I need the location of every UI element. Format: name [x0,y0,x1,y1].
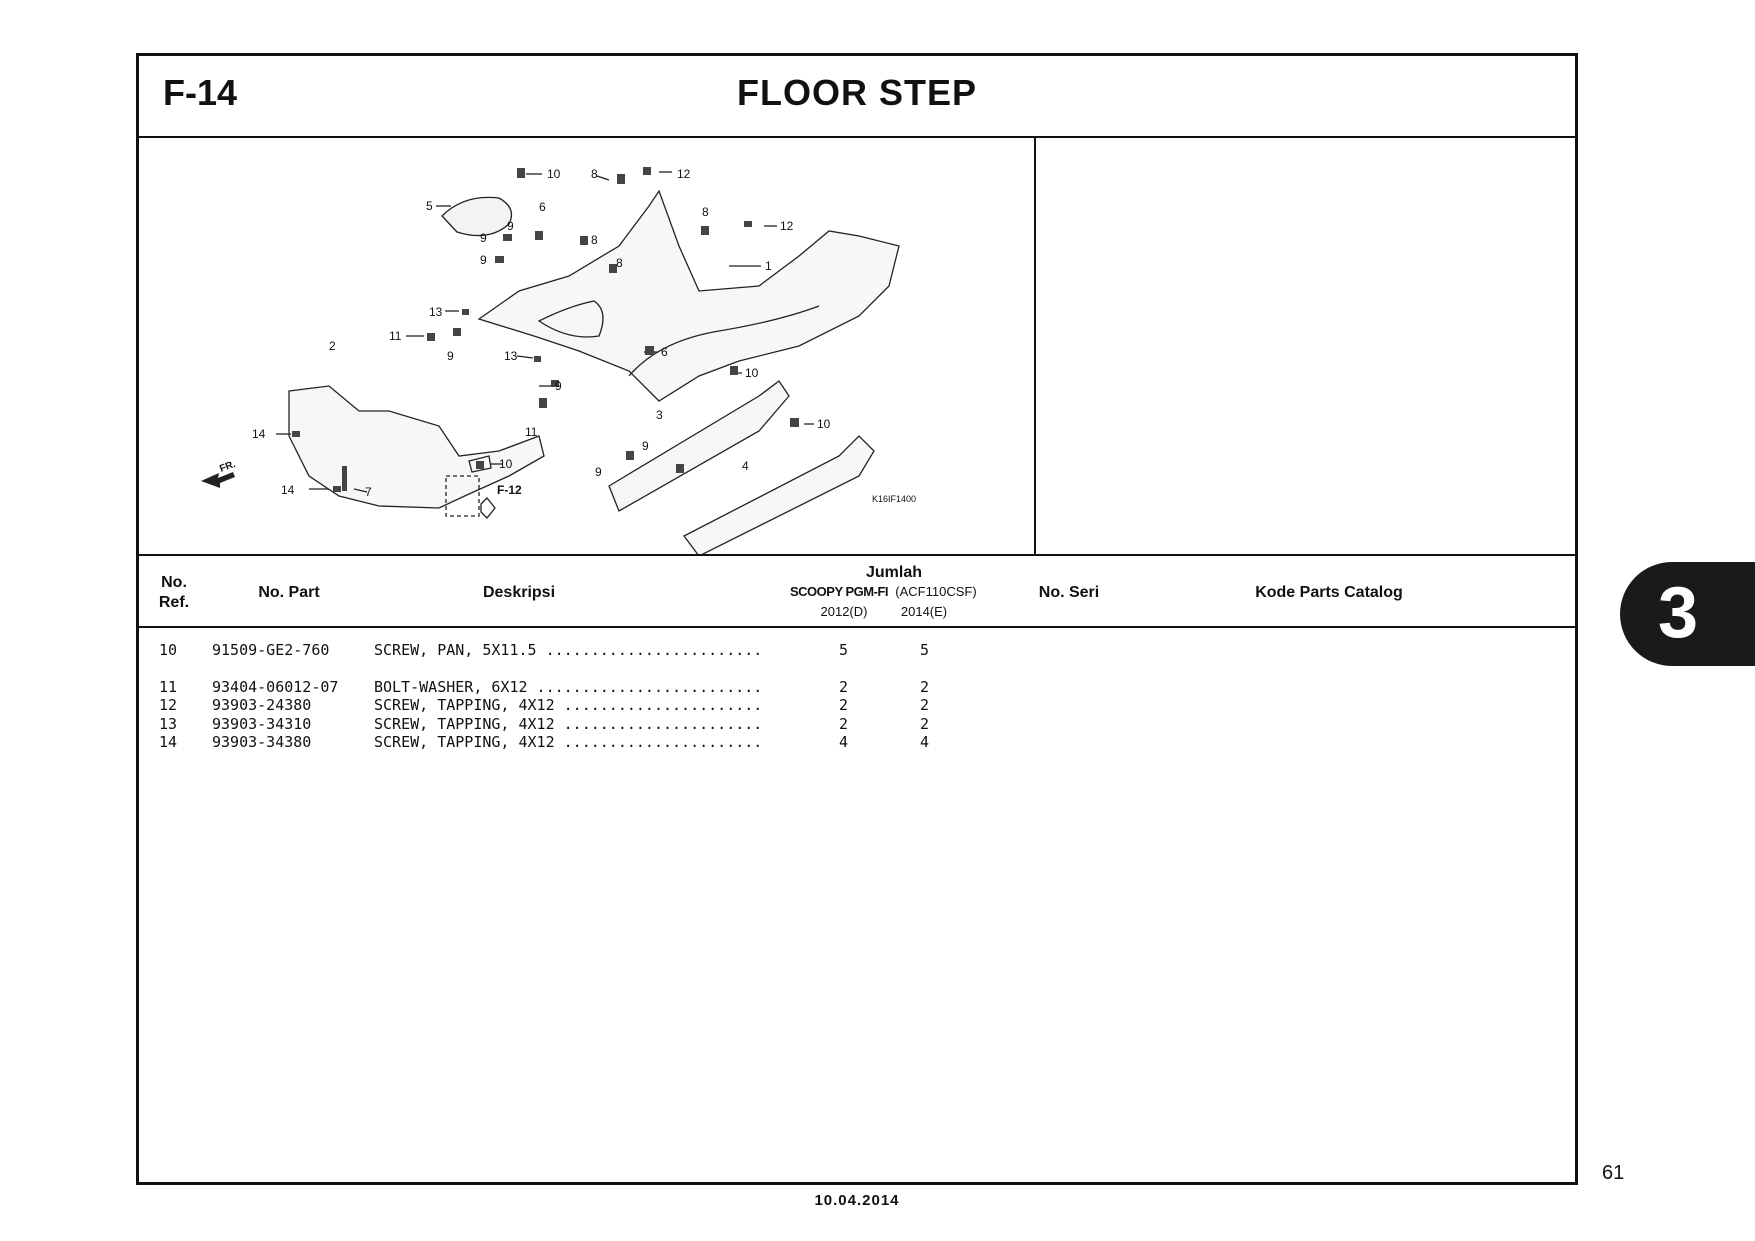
callout-8c: 8 [591,233,598,247]
section-code: F-14 [163,72,238,113]
hdr-ref: Ref. [158,594,190,611]
callout-8a: 8 [591,167,598,181]
page-number: 61 [1602,1162,1625,1184]
diagram-svg: 10 8 12 5 6 8 12 9 9 8 9 8 1 13 11 6 2 9… [201,167,916,554]
cell-qty-2012: 2 [839,696,849,714]
part-1-pocket [537,300,604,338]
cell-desc: SCREW, TAPPING, 4X12 ...................… [374,733,763,751]
cell-qty-2012: 2 [839,714,849,733]
callout-6a: 6 [539,200,546,214]
part-2-tab [468,455,492,473]
callout-13a: 13 [429,305,443,319]
callout-10d: 10 [499,457,513,471]
cell-desc: BOLT-WASHER, 6X12 ......................… [374,677,763,696]
table-header: No. Ref. No. Part Deskripsi Jumlah SCOOP… [139,556,1575,628]
callout-9b: 9 [480,231,487,245]
page-header: F-14 FLOOR STEP [139,56,1575,138]
callout-4: 4 [742,459,749,473]
callout-14b: 14 [281,483,295,497]
cell-part: 93903-34310 [212,714,312,733]
hdr-no-part: No. Part [258,584,320,601]
callout-11b: 11 [525,425,538,439]
footer-date: 10.04.2014 [814,1192,900,1209]
callout-14a: 14 [252,427,266,441]
cell-qty-2012: 5 [839,641,849,659]
callout-3: 3 [656,408,663,422]
callout-5: 5 [426,199,433,213]
cell-desc: SCREW, TAPPING, 4X12 ...................… [374,714,763,733]
callout-9c: 9 [480,253,487,267]
section-tab-number: 3 [1658,573,1699,653]
part-4-shape [683,435,875,554]
cell-qty-2012: 4 [839,733,849,751]
callout-11a: 11 [389,329,402,343]
cell-desc: SCREW, PAN, 5X11.5 .....................… [374,641,763,659]
part-1-contour [628,305,820,377]
cell-qty-2014: 2 [920,714,930,733]
f12-arrow [480,497,496,519]
cell-qty-2014: 4 [920,733,930,751]
cell-part: 93903-24380 [212,696,312,714]
drawing-code: K16IF1400 [872,494,916,504]
cell-qty-2014: 2 [920,696,930,714]
hdr-model: SCOOPY PGM-FI [790,584,889,599]
cell-qty-2012: 2 [839,677,849,696]
callout-12b: 12 [780,219,794,233]
front-label: FR. [218,459,237,475]
table-row: 12 93903-24380 SCREW, TAPPING, 4X12 ....… [139,696,1575,715]
parts-table-body: 10 91509-GE2-760 SCREW, PAN, 5X11.5 ....… [139,641,1575,752]
cell-ref: 11 [159,677,178,696]
cell-part: 93404-06012-07 [212,677,339,696]
callout-8b: 8 [702,205,709,219]
callout-10b: 10 [745,366,759,380]
table-row: 11 93404-06012-07 BOLT-WASHER, 6X12 ....… [139,678,1575,697]
callout-9g: 9 [595,465,602,479]
callout-6b: 6 [661,345,668,359]
cell-qty-2014: 2 [920,677,930,696]
callout-2: 2 [329,339,336,353]
cell-qty-2014: 5 [920,641,930,659]
cell-ref: 10 [159,641,178,659]
callout-9d: 9 [447,349,454,363]
callout-9a: 9 [507,219,514,233]
part-5-shape [441,196,513,237]
callout-10a: 10 [547,167,561,181]
table-row: 13 93903-34310 SCREW, TAPPING, 4X12 ....… [139,715,1575,734]
callout-13b: 13 [504,349,518,363]
exploded-diagram: 10 8 12 5 6 8 12 9 9 8 9 8 1 13 11 6 2 9… [139,136,1036,556]
hdr-no: No. [161,574,187,591]
hdr-kode-parts: Kode Parts Catalog [1255,584,1403,601]
page-title: FLOOR STEP [736,72,977,113]
callout-7: 7 [365,485,372,499]
hdr-year-2014: 2014(E) [900,604,948,619]
cell-part: 93903-34380 [212,733,312,751]
hdr-jumlah: Jumlah [865,564,922,581]
cell-ref: 14 [159,733,178,751]
part-1-shape [477,189,900,402]
blank-panel [1036,136,1575,556]
section-tab: 3 [1620,562,1755,666]
callout-10c: 10 [817,417,831,431]
cell-desc: SCREW, TAPPING, 4X12 ...................… [374,696,763,714]
front-arrow-icon [201,472,235,488]
hdr-deskripsi: Deskripsi [482,584,556,601]
callout-1: 1 [765,259,772,273]
callout-8d: 8 [616,256,623,270]
hdr-no-seri: No. Seri [1038,584,1100,601]
hdr-year-2012: 2012(D) [820,604,868,619]
cell-ref: 13 [159,714,178,733]
f12-ref-box [445,475,480,517]
cell-part: 91509-GE2-760 [212,641,330,659]
callout-9e: 9 [555,379,562,393]
part-3-shape [608,380,790,512]
table-row: 10 91509-GE2-760 SCREW, PAN, 5X11.5 ....… [139,641,1575,660]
ref-f12: F-12 [497,483,522,497]
cell-ref: 12 [159,696,178,714]
callout-12a: 12 [677,167,691,181]
hdr-model-code: (ACF110CSF) [895,584,977,599]
catalog-frame: F-14 FLOOR STEP [136,53,1578,1185]
table-row: 14 93903-34380 SCREW, TAPPING, 4X12 ....… [139,733,1575,752]
callout-9f: 9 [642,439,649,453]
fastener-icons [292,167,799,492]
